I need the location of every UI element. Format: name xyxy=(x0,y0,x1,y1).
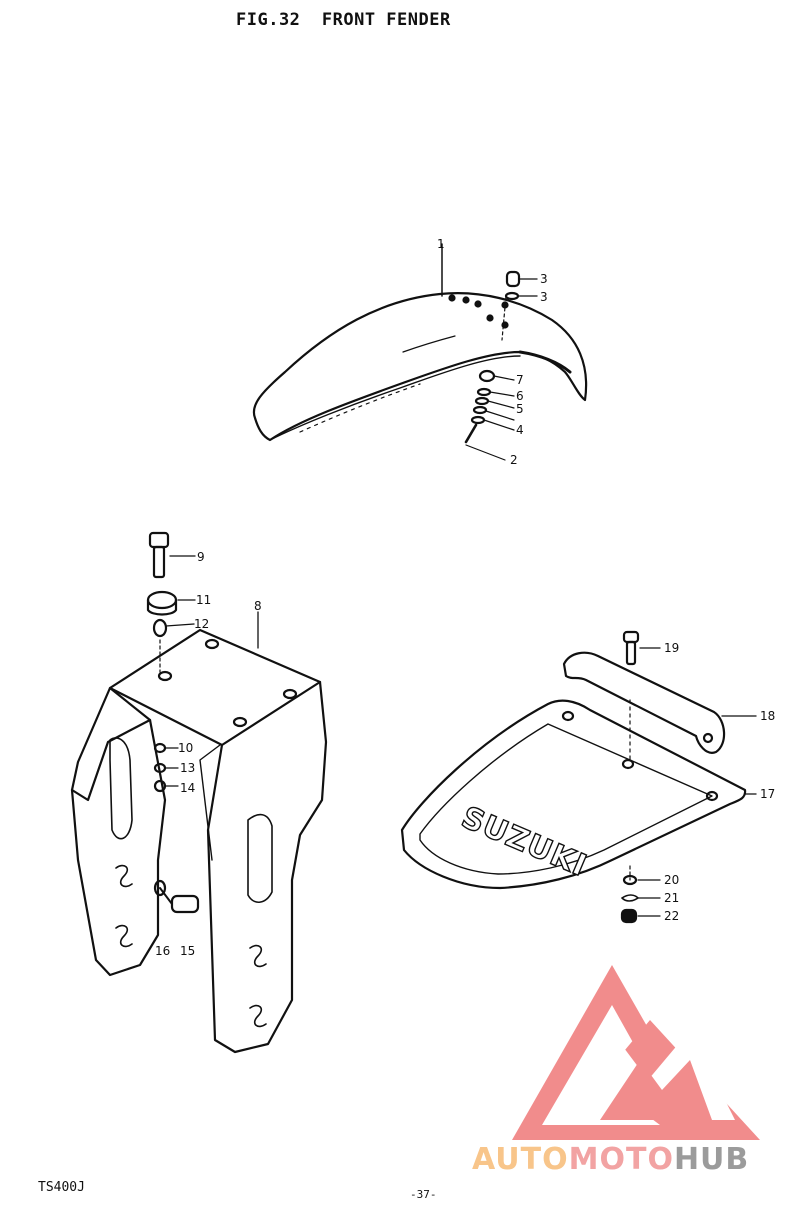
front-fender-part-1 xyxy=(252,243,588,442)
callout-12: 12 xyxy=(194,617,210,631)
callout-19: 19 xyxy=(664,641,680,655)
callout-10: 10 xyxy=(178,741,194,755)
flap-bracket-part-18 xyxy=(562,630,757,924)
callout-17: 17 xyxy=(760,787,776,801)
fork-brace-part-8 xyxy=(70,611,328,1054)
callout-13: 13 xyxy=(180,761,196,775)
brace-fasteners xyxy=(146,531,200,914)
callout-7: 7 xyxy=(516,373,524,387)
watermark-hub: HUB xyxy=(673,1142,750,1177)
model-code: TS400J xyxy=(38,1180,85,1195)
callout-20: 20 xyxy=(664,873,680,887)
callout-18: 18 xyxy=(760,709,776,723)
watermark-moto: MOTO xyxy=(568,1142,674,1177)
callout-22: 22 xyxy=(664,909,680,923)
mud-flap-part-17 xyxy=(400,699,757,890)
callout-14: 14 xyxy=(180,781,196,795)
callout-1: 1 xyxy=(437,237,445,251)
page-number: -37- xyxy=(410,1188,437,1201)
callout-11: 11 xyxy=(196,593,212,607)
callout-3: 3 xyxy=(540,272,548,286)
watermark-auto: AUTO xyxy=(472,1142,569,1177)
callout-8: 8 xyxy=(254,599,262,613)
callout-6: 6 xyxy=(516,389,524,403)
callout-21: 21 xyxy=(664,891,680,905)
callout-9: 9 xyxy=(197,550,205,564)
fender-fasteners xyxy=(464,270,538,461)
callout-16: 16 xyxy=(155,944,171,958)
callout-3: 3 xyxy=(540,290,548,304)
automotohub-logo xyxy=(512,965,760,1140)
callout-5: 5 xyxy=(516,402,524,416)
callout-2: 2 xyxy=(510,453,518,467)
watermark-brand-text: AUTOMOTOHUB xyxy=(472,1142,749,1177)
callout-15: 15 xyxy=(180,944,196,958)
callout-4: 4 xyxy=(516,423,524,437)
figure-title: FIG.32 FRONT FENDER xyxy=(236,10,451,30)
